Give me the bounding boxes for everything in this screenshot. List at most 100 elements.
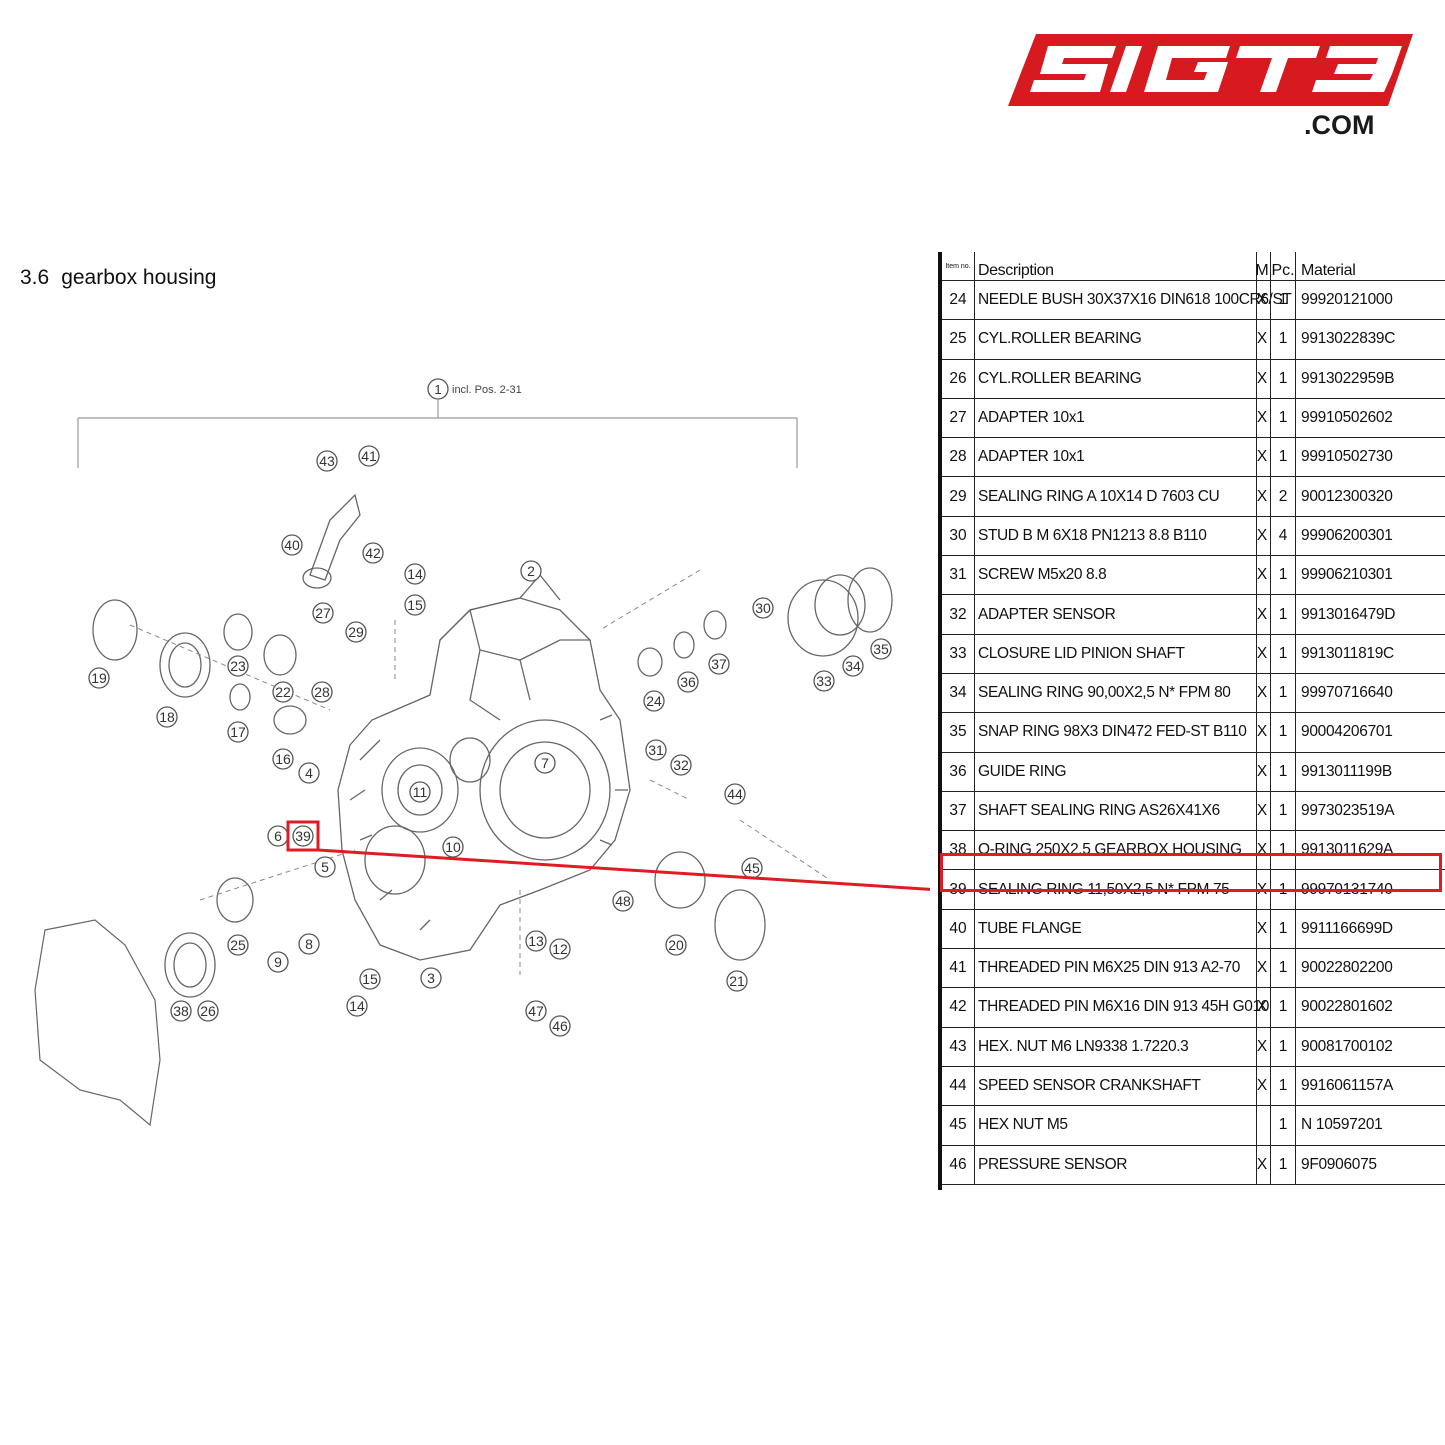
callout-circle <box>404 563 426 585</box>
callout-label: 37 <box>711 656 727 672</box>
table-header-row: Item no. Description M Pc. Material <box>942 252 1445 282</box>
m-cell: X <box>1254 752 1271 791</box>
item-no-cell: 29 <box>942 477 975 516</box>
description-cell: CYL.ROLLER BEARING <box>975 359 1257 398</box>
item-no-cell: 30 <box>942 516 975 556</box>
callout-label: 44 <box>727 786 743 802</box>
m-cell: X <box>1254 398 1271 438</box>
assembly-callout: 1 <box>434 382 441 397</box>
material-cell: 9916061157A <box>1301 1077 1394 1095</box>
callout-circle <box>420 967 442 989</box>
section-number: 3.6 <box>20 266 50 289</box>
logo-domain-suffix: .COM <box>1304 110 1375 140</box>
pc-cell: 1 <box>1271 634 1296 673</box>
callout-label: 23 <box>230 658 246 674</box>
pc-cell: 1 <box>1271 595 1296 634</box>
pc-cell: 1 <box>1271 1145 1296 1184</box>
pc-cell: 1 <box>1271 949 1296 988</box>
callout-label: 35 <box>873 641 889 657</box>
material-cell: 99910502602 <box>1301 409 1393 427</box>
callout-circle <box>677 671 699 693</box>
callout-circle <box>724 783 746 805</box>
brand-logo[interactable]: .COM <box>1008 34 1418 144</box>
callout-label: 19 <box>91 670 107 686</box>
material-cell: 99906200301 <box>1301 526 1393 544</box>
header-m: M <box>1254 252 1271 282</box>
description-cell: SNAP RING 98X3 DIN472 FED-ST B110 <box>975 713 1257 752</box>
assembly-note: incl. Pos. 2-31 <box>452 384 522 396</box>
header-pc: Pc. <box>1271 252 1296 282</box>
m-cell: X <box>1254 438 1271 477</box>
callout-circle <box>272 748 294 770</box>
material-cell: 9F0906075 <box>1301 1155 1377 1173</box>
description-cell: STUD B M 6X18 PN1213 8.8 B110 <box>975 516 1257 556</box>
callout-circle <box>534 752 556 774</box>
item-no-cell: 40 <box>942 909 975 949</box>
m-cell <box>1254 1106 1271 1145</box>
callout-label: 14 <box>349 998 365 1014</box>
callout-label: 27 <box>315 605 331 621</box>
callout-label: 32 <box>673 757 689 773</box>
description-cell: ADAPTER SENSOR <box>975 595 1257 634</box>
callout-label: 10 <box>445 839 461 855</box>
callout-circle <box>362 542 384 564</box>
callout-label: 9 <box>274 954 282 970</box>
callout-label: 20 <box>668 937 684 953</box>
material-cell: 90004206701 <box>1301 723 1393 741</box>
material-cell: 9913022959B <box>1301 369 1395 387</box>
callout-circle <box>314 856 336 878</box>
section-name: gearbox housing <box>61 266 217 289</box>
callout-circle <box>197 1000 219 1022</box>
callout-label: 40 <box>284 537 300 553</box>
pc-cell: 1 <box>1271 909 1296 949</box>
item-no-cell: 24 <box>942 281 975 320</box>
item-no-cell: 25 <box>942 320 975 359</box>
callout-circle <box>346 995 368 1017</box>
callout-label: 6 <box>274 828 282 844</box>
callout-label: 5 <box>321 859 329 875</box>
item-no-cell: 45 <box>942 1106 975 1145</box>
description-cell: ADAPTER 10x1 <box>975 438 1257 477</box>
description-cell: SCREW M5x20 8.8 <box>975 556 1257 595</box>
material-cell: 99920121000 <box>1301 291 1393 309</box>
callout-circle <box>281 534 303 556</box>
callout-label: 18 <box>159 709 175 725</box>
callout-circle <box>442 836 464 858</box>
callout-circle <box>404 594 426 616</box>
item-no-cell: 31 <box>942 556 975 595</box>
m-cell: X <box>1254 949 1271 988</box>
item-no-cell: 37 <box>942 791 975 831</box>
pc-cell: 1 <box>1271 359 1296 398</box>
description-cell: NEEDLE BUSH 30X37X16 DIN618 100CR6/ST <box>975 281 1292 320</box>
callout-circle <box>311 681 333 703</box>
callout-label: 30 <box>755 600 771 616</box>
item-no-cell: 26 <box>942 359 975 398</box>
callout-label: 16 <box>275 751 291 767</box>
header-description: Description <box>975 252 1257 282</box>
callout-label: 13 <box>528 933 544 949</box>
callout-circle <box>665 934 687 956</box>
table-left-rule <box>938 252 942 1190</box>
material-cell: 99906210301 <box>1301 566 1393 584</box>
